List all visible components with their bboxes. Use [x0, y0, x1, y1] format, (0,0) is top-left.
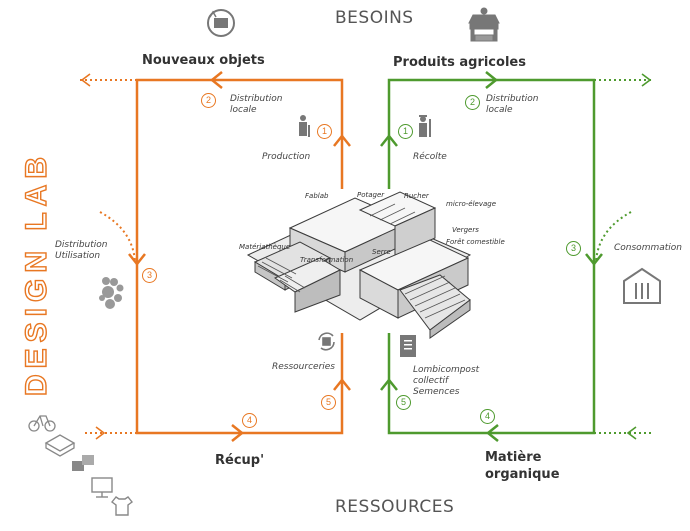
farmer-icon — [419, 115, 431, 137]
orange-title-bottom: Récup' — [215, 453, 265, 468]
compost-document-icon — [400, 335, 416, 357]
green-arrow-up-top — [380, 133, 398, 147]
building-label-materiatheque: Matériathèque — [239, 243, 291, 251]
building-stair-lines — [257, 203, 466, 319]
recycle-bin-icon — [318, 332, 335, 351]
orange-arrow-up-top — [333, 133, 351, 147]
header-besoins: BESOINS — [335, 8, 414, 28]
green-step-1: 1 — [398, 124, 413, 139]
orange-step-2-label: Distribution locale — [230, 94, 283, 116]
green-step-2-label-line-1: Distribution — [486, 94, 539, 104]
building-label-fablab: Fablab — [305, 192, 329, 200]
building-label-micro-elevage: micro-élevage — [446, 200, 497, 208]
building-illustration — [246, 191, 472, 339]
building-label-rucher: Rucher — [404, 192, 429, 200]
orange-step-2: 2 — [201, 93, 216, 108]
orange-step-3-label: Distribution Utilisation — [55, 240, 108, 262]
green-step-4: 4 — [480, 409, 495, 424]
orange-arrow-left-top — [209, 71, 223, 89]
orange-step-3: 3 — [142, 268, 157, 283]
orange-arrow-right-bottom — [231, 424, 245, 442]
tshirt-icon — [111, 496, 133, 516]
green-arrow-down-right — [585, 253, 603, 267]
building-label-potager: Potager — [357, 191, 385, 199]
green-title-bottom: Matière organique — [485, 449, 560, 483]
green-arrow-left-bottom — [485, 424, 499, 442]
orange-loop — [80, 71, 351, 442]
building-label-serre: Serre — [372, 248, 391, 256]
boxes-icon — [72, 455, 94, 471]
worker-icon — [299, 115, 310, 137]
footprints-icon — [99, 277, 124, 309]
green-arrow-right-top — [485, 71, 499, 89]
green-step-3: 3 — [566, 241, 581, 256]
green-title-bottom-line-2: organique — [485, 467, 560, 482]
orange-step-3-label-line-2: Utilisation — [55, 251, 101, 261]
green-step-5-label-line-1: Lombicompost — [413, 365, 480, 375]
green-step-5: 5 — [396, 395, 411, 410]
green-step-2: 2 — [465, 95, 480, 110]
header-ressources: RESSOURCES — [335, 497, 455, 517]
orange-step-5: 5 — [321, 395, 336, 410]
green-outflow-arrow-right — [626, 426, 637, 440]
orange-outflow-arrow-left — [95, 426, 106, 440]
green-title-top: Produits agricoles — [393, 55, 526, 70]
green-step-3-label: Consommation — [614, 243, 682, 253]
orange-step-2-label-line-2: locale — [230, 105, 257, 115]
orange-step-1-label: Production — [262, 152, 311, 162]
building-label-vergers: Vergers — [452, 226, 479, 234]
orange-outflow-arrow-top — [80, 73, 91, 87]
green-step-2-label: Distribution locale — [486, 94, 539, 116]
green-arrow-up-bottom — [380, 377, 398, 391]
pallet-icon — [44, 434, 76, 457]
orange-step-3-label-line-1: Distribution — [55, 240, 108, 250]
orange-step-4: 4 — [242, 413, 257, 428]
green-loop — [380, 71, 652, 442]
orange-step-2-label-line-1: Distribution — [230, 94, 283, 104]
green-step-1-label: Récolte — [413, 152, 447, 162]
green-loop-path — [387, 78, 596, 435]
green-step-5-label-line-3: Semences — [413, 387, 460, 397]
green-title-bottom-line-1: Matière — [485, 450, 542, 465]
orange-outflow-arc — [99, 211, 136, 263]
recycle-machine-icon — [207, 9, 235, 37]
building-label-transformation: Transformation — [300, 256, 354, 264]
orange-arrow-up-bottom — [333, 377, 351, 391]
market-stall-icon — [468, 7, 500, 42]
bicycle-icon — [28, 415, 56, 432]
orange-loop-path — [135, 78, 344, 435]
green-outflow-arrow-top — [641, 73, 652, 87]
orange-arrow-down-left — [128, 253, 146, 267]
orange-title-top: Nouveaux objets — [142, 53, 265, 68]
building-label-foret-comestible: Forêt comestible — [446, 238, 505, 246]
orange-step-1: 1 — [317, 124, 332, 139]
green-step-5-label: Lombicompost collectif Semences — [413, 365, 479, 398]
green-outflow-arc — [595, 211, 632, 263]
computer-icon — [91, 477, 113, 498]
house-cutlery-icon — [623, 267, 661, 304]
green-step-2-label-line-2: locale — [486, 105, 513, 115]
orange-step-5-label: Ressourceries — [272, 362, 335, 372]
green-step-5-label-line-2: collectif — [413, 376, 449, 386]
side-label: DESIGN LAB — [20, 151, 53, 396]
